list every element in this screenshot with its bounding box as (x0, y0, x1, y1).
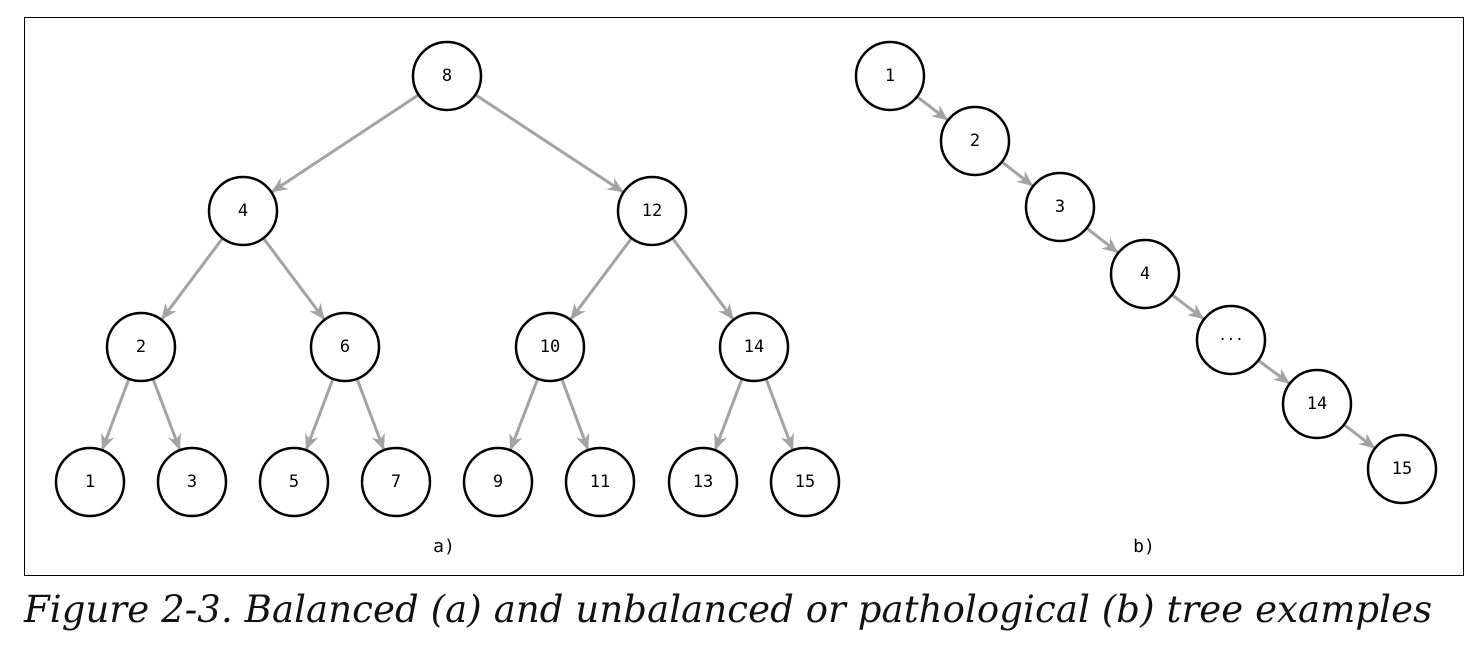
node-circle (411, 40, 483, 112)
node-label: 14 (744, 337, 764, 357)
node-circle (462, 446, 534, 518)
balanced-edge-8-to-12 (474, 93, 624, 194)
balanced-node-11: 11 (564, 446, 636, 518)
balanced-edge-6-to-7 (355, 378, 386, 451)
node-label: 7 (391, 472, 401, 492)
node-circle (54, 446, 126, 518)
node-circle (258, 446, 330, 518)
balanced-edge-12-to-14 (671, 237, 735, 320)
unbalanced-edge-14-to-15 (1343, 423, 1376, 449)
node-label: 1 (85, 472, 95, 492)
balanced-edge-4-to-6 (262, 237, 326, 320)
unbalanced-edge-2-to-3 (1000, 160, 1034, 187)
balanced-node-2: 2 (105, 311, 177, 383)
node-label: 3 (187, 472, 197, 492)
figure-caption: Figure 2-3. Balanced (a) and unbalanced … (24, 588, 1433, 631)
unbalanced-node-2: 2 (939, 105, 1011, 177)
node-label: 15 (1392, 459, 1412, 479)
node-label: ··· (1218, 332, 1243, 348)
balanced-edge-14-to-13 (713, 378, 744, 451)
node-circle (156, 446, 228, 518)
balanced-edge-6-to-5 (304, 378, 335, 451)
balanced-node-12: 12 (616, 175, 688, 247)
balanced-edge-2-to-1 (100, 378, 131, 451)
balanced-node-10: 10 (514, 311, 586, 383)
balanced-edge-8-to-4 (271, 93, 420, 193)
unbalanced-node-1: 1 (854, 40, 926, 112)
node-circle (207, 175, 279, 247)
balanced-edge-10-to-11 (560, 378, 590, 451)
balanced-node-8: 8 (411, 40, 483, 112)
unbalanced-node-dots: ··· (1195, 304, 1267, 376)
balanced-edge-2-to-3 (151, 378, 182, 451)
unbalanced-tree: 1 2 3 4 ··· 14 15 (854, 40, 1438, 505)
node-circle (105, 311, 177, 383)
node-circle (939, 105, 1011, 177)
balanced-edge-14-to-15 (764, 378, 795, 451)
balanced-node-3: 3 (156, 446, 228, 518)
balanced-node-5: 5 (258, 446, 330, 518)
node-label: 13 (693, 472, 713, 492)
balanced-node-7: 7 (360, 446, 432, 518)
node-label: 2 (970, 131, 980, 151)
balanced-edge-4-to-2 (160, 237, 224, 320)
node-circle (667, 446, 739, 518)
unbalanced-edge-1-to-2 (916, 95, 949, 121)
balanced-node-6: 6 (309, 311, 381, 383)
node-label: 4 (1140, 264, 1150, 284)
unbalanced-node-14: 14 (1281, 368, 1353, 440)
balanced-tree-label: a) (433, 536, 455, 557)
unbalanced-node-4: 4 (1109, 238, 1181, 310)
unbalanced-node-15: 15 (1366, 433, 1438, 505)
balanced-node-14: 14 (718, 311, 790, 383)
node-circle (1281, 368, 1353, 440)
node-label: 3 (1055, 197, 1065, 217)
node-label: 9 (493, 472, 503, 492)
node-label: 14 (1307, 394, 1327, 414)
unbalanced-edge-dots-to-14 (1257, 359, 1290, 385)
balanced-node-13: 13 (667, 446, 739, 518)
node-label: 5 (289, 472, 299, 492)
node-circle (514, 311, 586, 383)
node-label: 8 (442, 66, 452, 86)
node-circle (1195, 304, 1267, 376)
balanced-node-9: 9 (462, 446, 534, 518)
balanced-edge-12-to-10 (569, 237, 633, 320)
balanced-node-1: 1 (54, 446, 126, 518)
balanced-edge-10-to-9 (509, 378, 540, 451)
node-circle (718, 311, 790, 383)
node-label: 12 (642, 201, 662, 221)
unbalanced-edge-4-to-dots (1171, 293, 1205, 320)
node-circle (616, 175, 688, 247)
node-label: 10 (540, 337, 560, 357)
node-circle (769, 446, 841, 518)
node-circle (564, 446, 636, 518)
node-label: 4 (238, 201, 248, 221)
node-label: 15 (795, 472, 815, 492)
unbalanced-tree-label: b) (1133, 536, 1155, 557)
node-circle (360, 446, 432, 518)
balanced-node-4: 4 (207, 175, 279, 247)
node-label: 2 (136, 337, 146, 357)
unbalanced-node-3: 3 (1024, 171, 1096, 243)
node-label: 6 (340, 337, 350, 357)
node-circle (1024, 171, 1096, 243)
node-label: 11 (590, 472, 610, 492)
node-label: 1 (885, 66, 895, 86)
node-circle (1366, 433, 1438, 505)
node-circle (854, 40, 926, 112)
node-circle (1109, 238, 1181, 310)
unbalanced-edge-3-to-4 (1085, 226, 1119, 254)
balanced-node-15: 15 (769, 446, 841, 518)
node-circle (309, 311, 381, 383)
